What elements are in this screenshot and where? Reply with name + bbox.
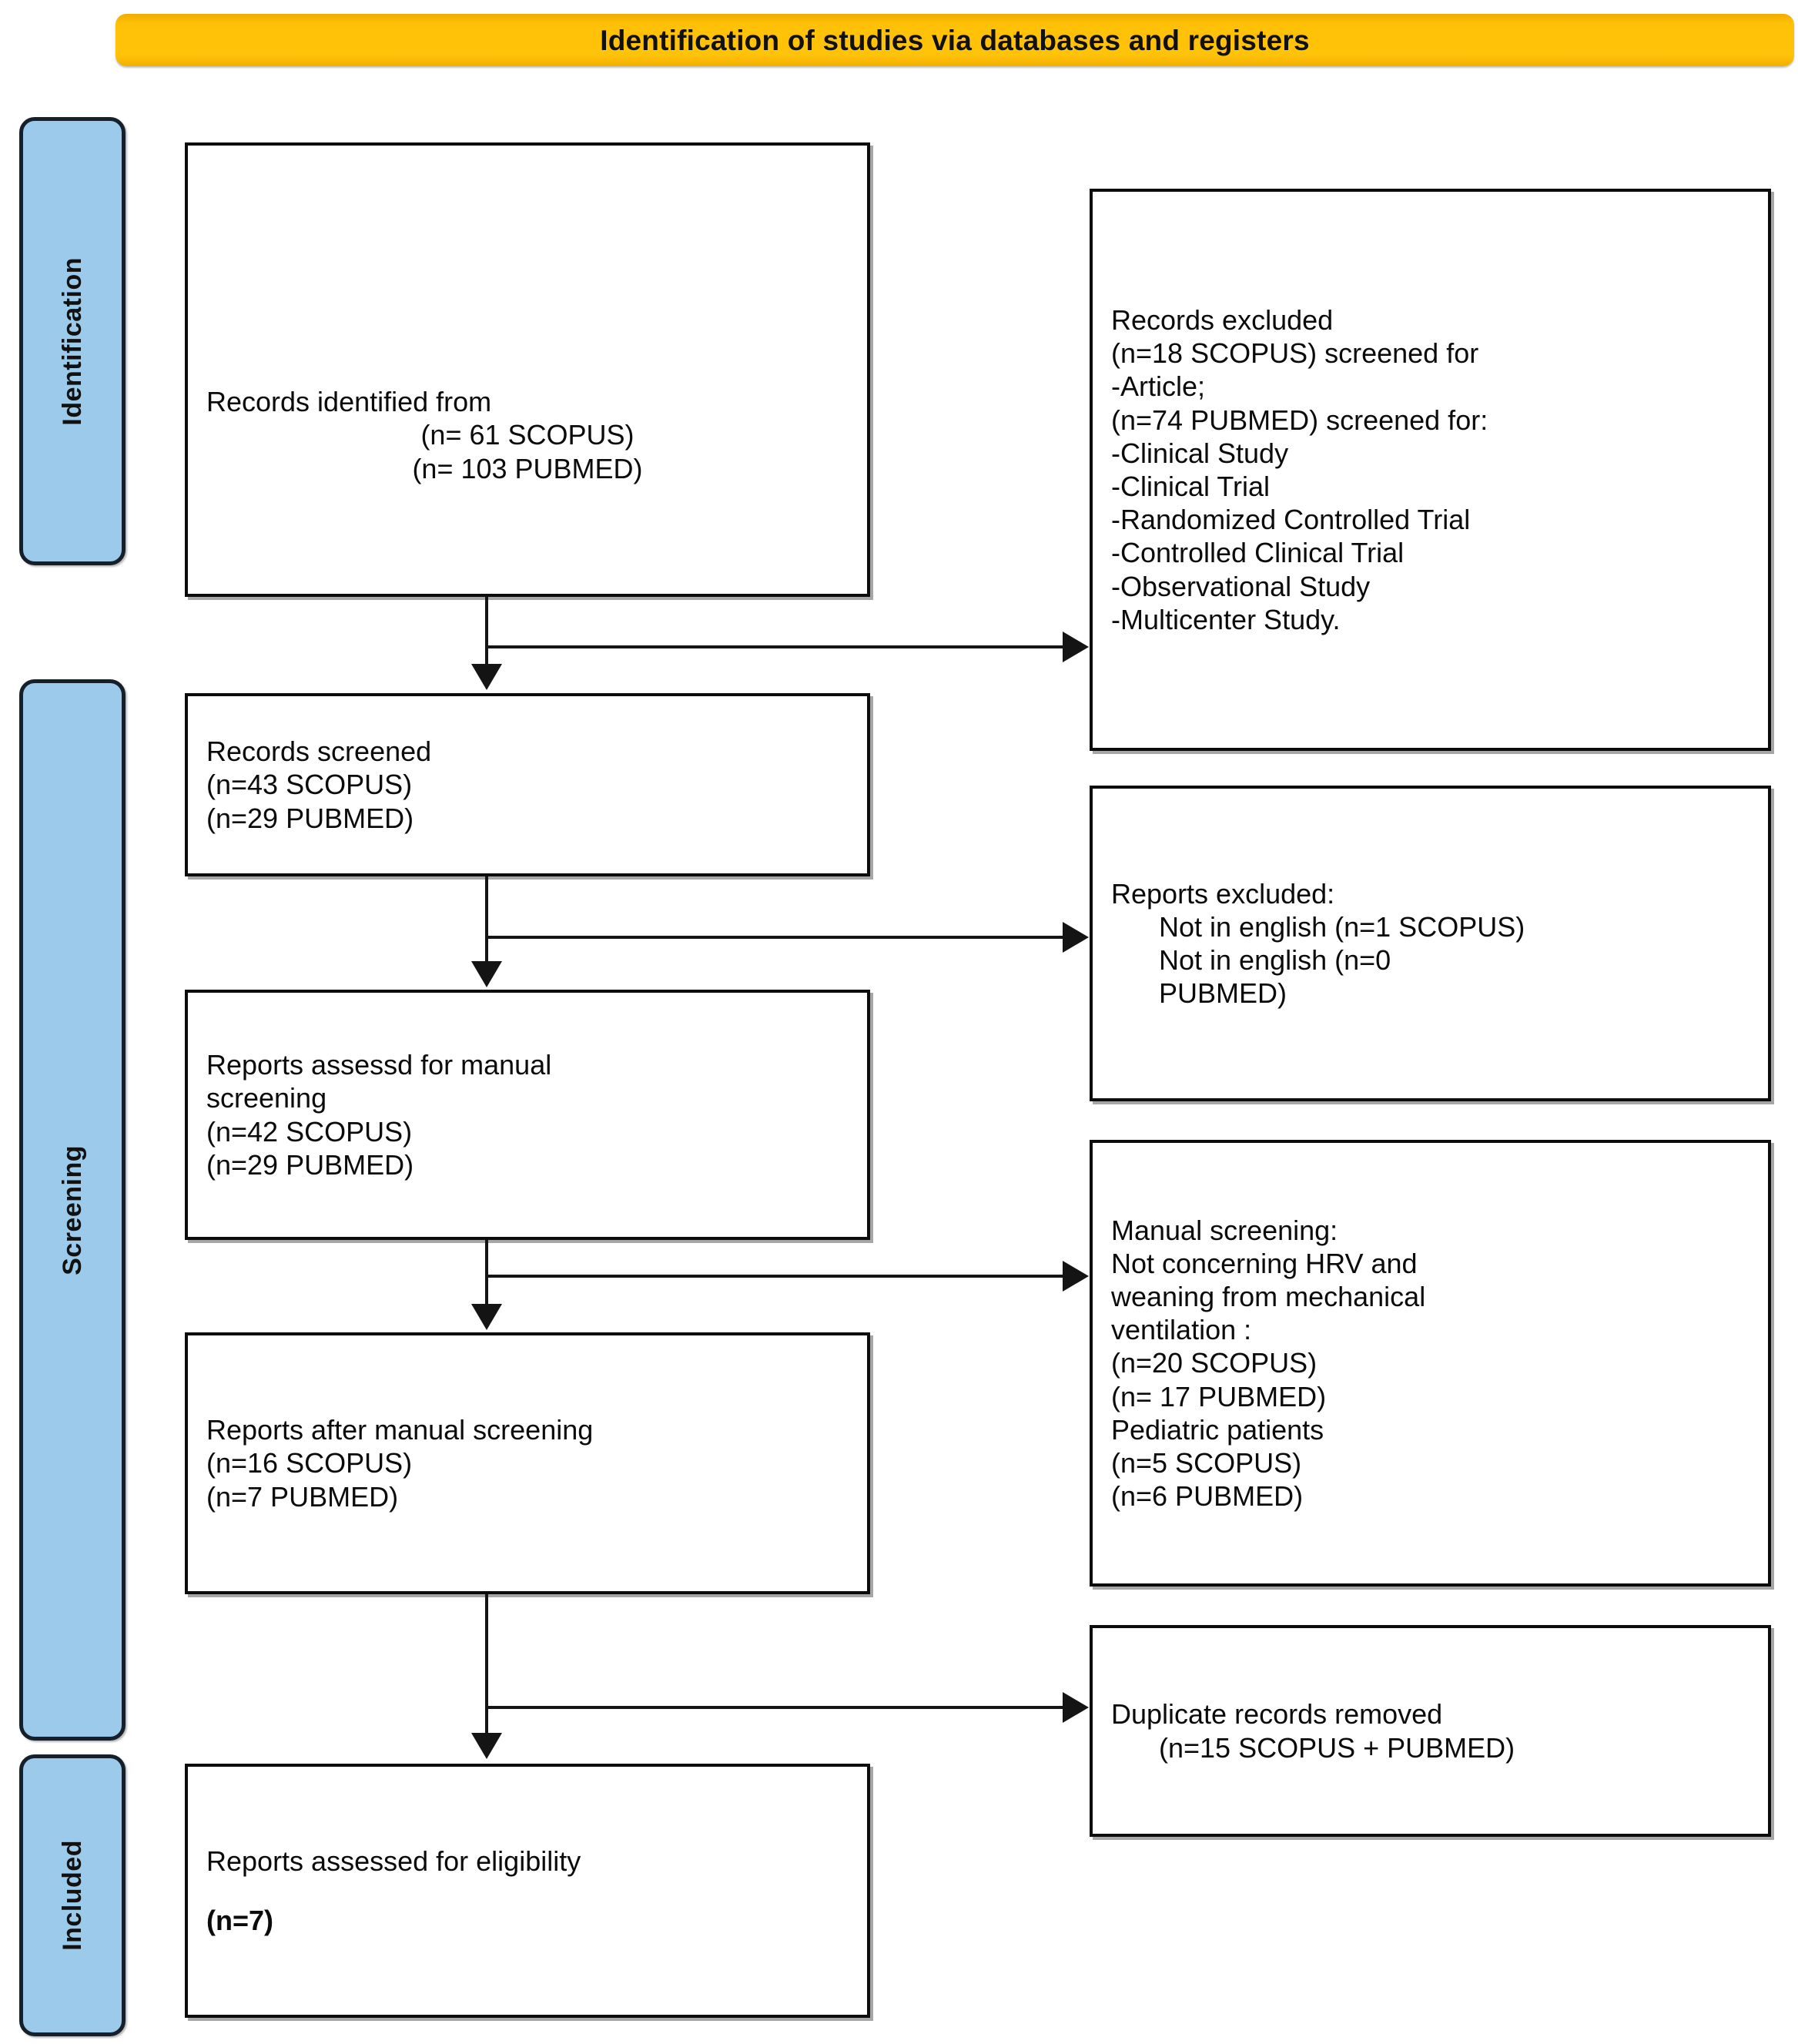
connector-arrow-right-3 (1063, 1261, 1089, 1292)
records-identified-line-3: (n= 103 PUBMED) (412, 452, 643, 484)
connector-horizontal-3 (487, 1275, 1064, 1278)
records-screened-line-3: (n=29 PUBMED) (206, 802, 414, 834)
records-excluded-line-8: -Controlled Clinical Trial (1111, 537, 1405, 569)
after-manual-line-2: (n=16 SCOPUS) (206, 1447, 413, 1479)
manual-screening-line-7: Pediatric patients (1111, 1413, 1324, 1446)
reports-excluded-line-1: Reports excluded: (1111, 877, 1335, 910)
connector-arrow-down-1 (471, 664, 502, 690)
records-excluded-line-5: -Clinical Study (1111, 437, 1289, 469)
box-manual-screening-exclusions: Manual screening: Not concerning HRV and… (1090, 1140, 1771, 1587)
connector-horizontal-4 (487, 1706, 1064, 1709)
duplicates-line-1: Duplicate records removed (1111, 1698, 1443, 1731)
phase-label-screening: Screening (19, 679, 126, 1741)
assessed-manual-line-4: (n=29 PUBMED) (206, 1148, 414, 1181)
connector-arrow-right-1 (1063, 632, 1089, 662)
phase-label-included: Included (19, 1754, 126, 2036)
eligibility-line-1: Reports assessed for eligibility (206, 1845, 581, 1877)
box-records-screened: Records screened (n=43 SCOPUS) (n=29 PUB… (185, 693, 870, 876)
diagram-banner: Identification of studies via databases … (116, 14, 1794, 66)
manual-screening-line-4: ventilation : (1111, 1314, 1252, 1346)
records-excluded-line-1: Records excluded (1111, 304, 1334, 337)
manual-screening-line-8: (n=5 SCOPUS) (1111, 1446, 1302, 1479)
after-manual-line-3: (n=7 PUBMED) (206, 1480, 399, 1513)
connector-arrow-down-4 (471, 1733, 502, 1759)
reports-excluded-line-3: Not in english (n=0 (1159, 944, 1391, 976)
assessed-manual-line-1: Reports assessd for manual (206, 1049, 552, 1081)
box-records-identified: Records identified from (n= 61 SCOPUS) (… (185, 142, 870, 597)
box-reports-assessed-eligibility: Reports assessed for eligibility (n=7) (185, 1764, 870, 2018)
assessed-manual-line-2: screening (206, 1082, 327, 1114)
duplicates-line-2: (n=15 SCOPUS + PUBMED) (1159, 1731, 1515, 1764)
after-manual-line-1: Reports after manual screening (206, 1414, 594, 1446)
box-duplicate-records-removed: Duplicate records removed (n=15 SCOPUS +… (1090, 1625, 1771, 1837)
assessed-manual-line-3: (n=42 SCOPUS) (206, 1115, 413, 1148)
box-records-excluded: Records excluded (n=18 SCOPUS) screened … (1090, 189, 1771, 751)
banner-title: Identification of studies via databases … (600, 24, 1310, 56)
records-screened-line-2: (n=43 SCOPUS) (206, 769, 413, 801)
box-reports-after-manual: Reports after manual screening (n=16 SCO… (185, 1332, 870, 1594)
connector-arrow-down-3 (471, 1304, 502, 1330)
records-excluded-line-6: -Clinical Trial (1111, 471, 1271, 502)
connector-arrow-down-2 (471, 961, 502, 987)
connector-arrow-right-4 (1063, 1692, 1089, 1723)
phase-label-included-text: Included (57, 1840, 87, 1951)
connector-horizontal-2 (487, 936, 1064, 939)
box-reports-assessed-manual: Reports assessd for manual screening (n=… (185, 990, 870, 1240)
records-screened-line-1: Records screened (206, 736, 432, 768)
manual-screening-line-3: weaning from mechanical (1111, 1281, 1426, 1313)
phase-label-identification-text: Identification (57, 256, 87, 426)
manual-screening-line-2: Not concerning HRV and (1111, 1247, 1418, 1279)
phase-label-identification: Identification (19, 117, 126, 565)
records-identified-line-1: Records identified from (206, 386, 492, 418)
manual-screening-line-5: (n=20 SCOPUS) (1111, 1347, 1318, 1379)
records-excluded-line-2: (n=18 SCOPUS) screened for (1111, 337, 1479, 370)
connector-vertical-2 (485, 876, 488, 965)
records-excluded-line-9: -Observational Study (1111, 570, 1371, 602)
eligibility-line-2: (n=7) (206, 1905, 274, 1936)
phase-label-screening-text: Screening (57, 1144, 87, 1275)
manual-screening-line-6: (n= 17 PUBMED) (1111, 1380, 1327, 1412)
reports-excluded-line-2: Not in english (n=1 SCOPUS) (1159, 910, 1525, 943)
connector-vertical-3 (485, 1240, 488, 1308)
connector-horizontal-1 (487, 645, 1064, 648)
records-excluded-line-7: -Randomized Controlled Trial (1111, 504, 1471, 536)
records-excluded-line-3: -Article; (1111, 370, 1206, 403)
box-reports-excluded: Reports excluded: Not in english (n=1 SC… (1090, 786, 1771, 1101)
manual-screening-line-1: Manual screening: (1111, 1214, 1338, 1246)
records-identified-line-2: (n= 61 SCOPUS) (420, 419, 634, 451)
manual-screening-line-9: (n=6 PUBMED) (1111, 1480, 1304, 1513)
connector-arrow-right-2 (1063, 922, 1089, 953)
connector-vertical-4 (485, 1594, 488, 1737)
records-excluded-line-10: -Multicenter Study. (1111, 603, 1341, 635)
reports-excluded-line-4: PUBMED) (1159, 977, 1287, 1010)
records-excluded-line-4: (n=74 PUBMED) screened for: (1111, 404, 1488, 436)
connector-vertical-1 (485, 597, 488, 668)
